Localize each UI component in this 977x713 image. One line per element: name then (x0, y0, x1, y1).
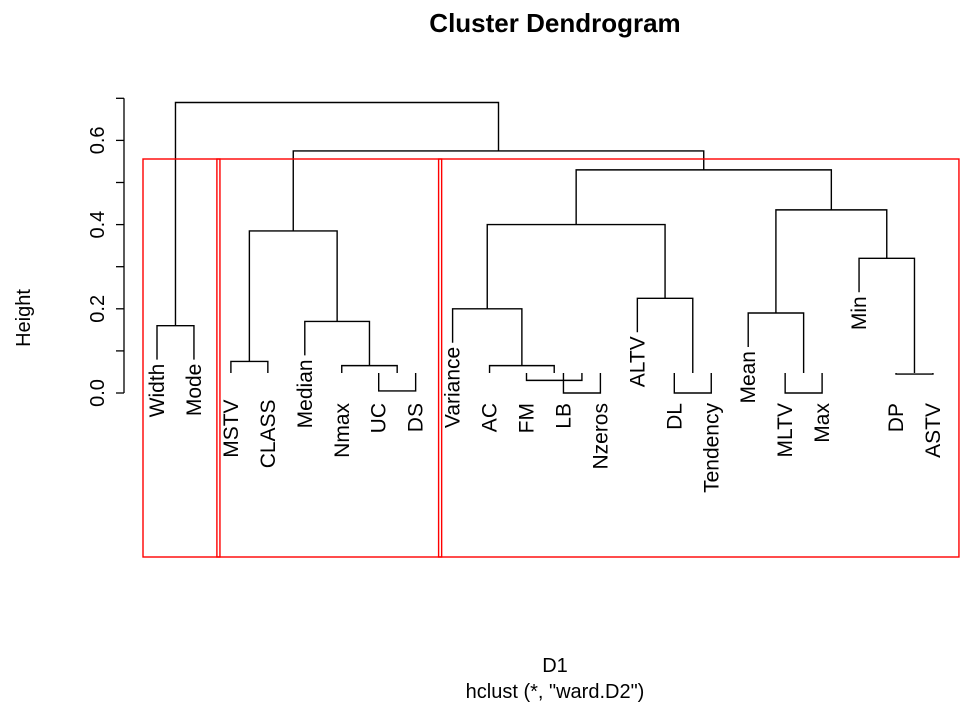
dendrogram-link (895, 373, 934, 375)
leaf-label: FM (516, 403, 539, 433)
dendrogram-link (304, 320, 371, 366)
dendrogram-link (488, 364, 555, 373)
leaf-label: ASTV (922, 403, 945, 458)
leaf-label: Width (146, 364, 169, 418)
dendrogram-link (378, 373, 417, 392)
leaf-label: ALTV (626, 336, 649, 387)
leaf-label: Nzeros (589, 403, 612, 470)
leaf-label: Max (811, 403, 834, 443)
y-axis: 0.0 0.2 0.4 0.6 (87, 97, 125, 407)
dendrogram-link (673, 373, 712, 394)
y-axis-label: Height (13, 289, 35, 347)
y-tick-label: 0.0 (87, 379, 109, 407)
leaf-label: AC (479, 403, 502, 432)
leaf-label: Min (848, 296, 871, 330)
method-subtitle: hclust (*, "ward.D2") (466, 681, 645, 703)
dendrogram-link (562, 373, 602, 394)
leaf-label: UC (368, 403, 391, 433)
dendrogram-link (341, 364, 398, 373)
leaf-label: LB (552, 403, 575, 429)
leaf-label: Nmax (331, 403, 354, 458)
cluster-boxes (142, 158, 960, 558)
dendrogram-link (486, 223, 666, 309)
leaf-label: DS (405, 403, 428, 432)
cluster-box (216, 158, 443, 558)
leaf-label: MSTV (220, 399, 243, 457)
y-tick-label: 0.4 (87, 211, 109, 239)
leaf-label: Mode (183, 364, 206, 417)
dendrogram-link (784, 373, 823, 394)
y-tick-label: 0.6 (87, 126, 109, 154)
dendrogram-branches (156, 101, 934, 394)
leaf-label: Tendency (700, 403, 723, 493)
dendrogram-link (525, 373, 583, 382)
dendrogram-link (174, 101, 500, 326)
dendrogram-link (575, 169, 833, 225)
dendrogram-link (292, 150, 705, 231)
dendrogram-link (248, 230, 338, 362)
dendrogram-link (156, 324, 195, 360)
leaf-label: Variance (442, 347, 465, 428)
leaf-label: Median (294, 359, 317, 428)
cluster-box (437, 158, 960, 558)
chart-title: Cluster Dendrogram (429, 8, 680, 38)
leaf-label: CLASS (257, 399, 280, 468)
dendrogram-link (230, 360, 269, 373)
leaf-label: Mean (737, 351, 760, 404)
leaf-label: DL (663, 403, 686, 430)
leaf-label: MLTV (774, 403, 797, 457)
leaf-label: DP (885, 403, 908, 432)
y-tick-label: 0.2 (87, 295, 109, 323)
x-axis-label: D1 (542, 655, 568, 677)
cluster-box (142, 158, 221, 558)
